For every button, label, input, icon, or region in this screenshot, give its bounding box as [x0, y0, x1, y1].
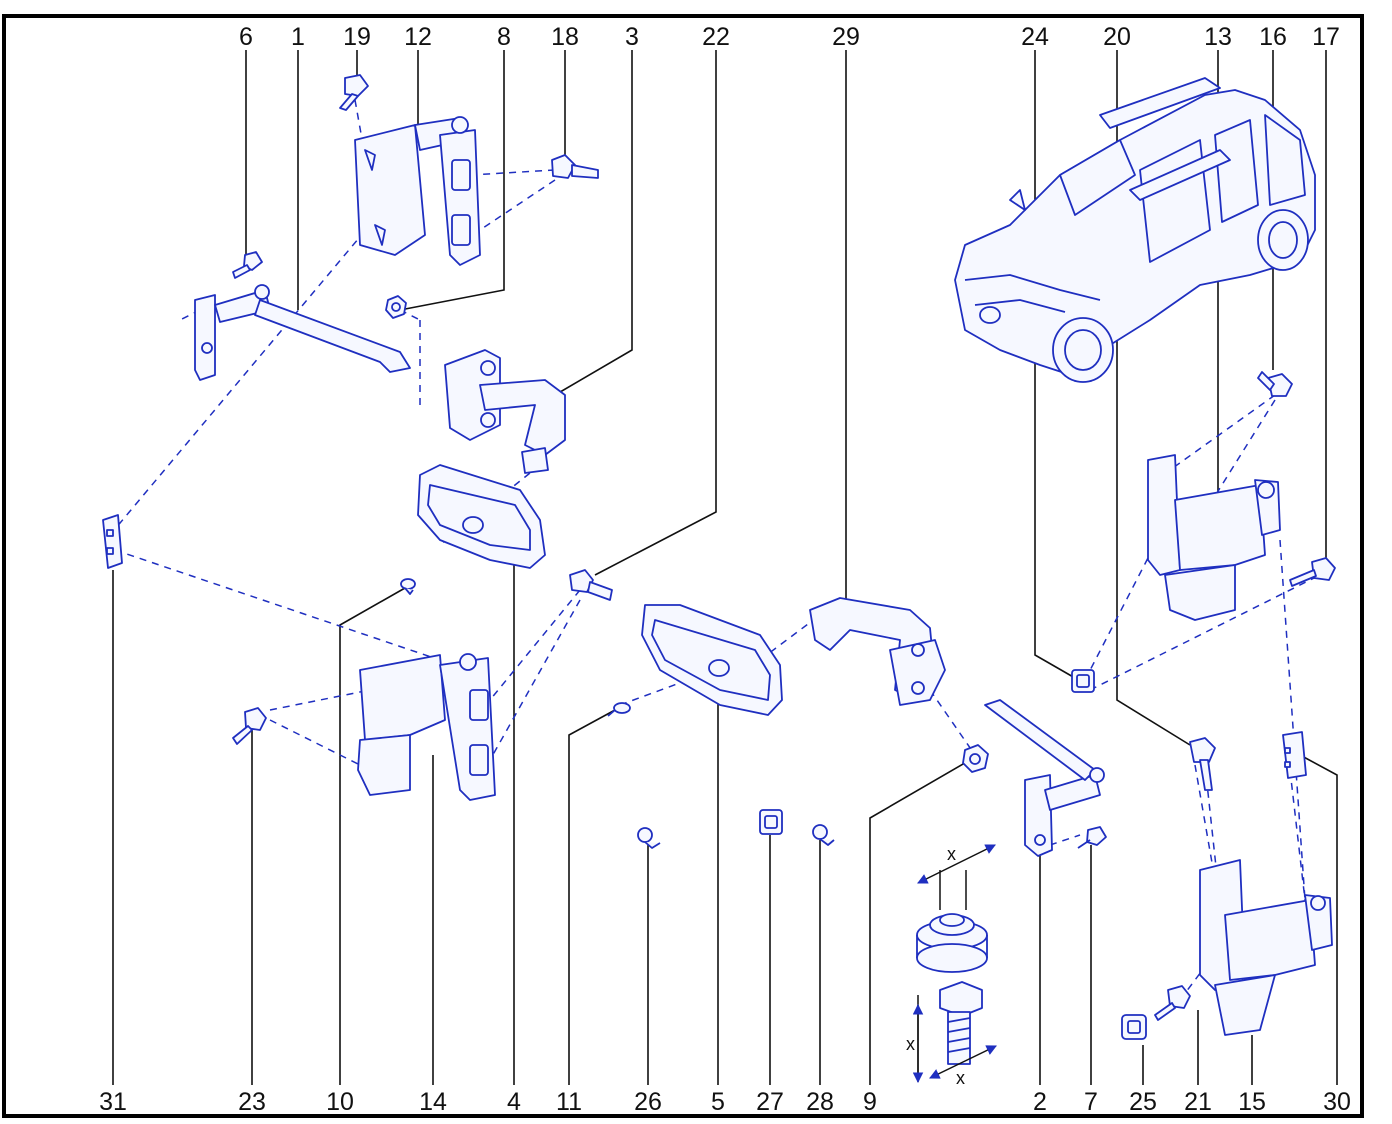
callout-15: 15: [1238, 1088, 1266, 1116]
callout-9: 9: [863, 1088, 877, 1116]
callout-31: 31: [99, 1088, 127, 1116]
bolt-21: [1154, 985, 1191, 1021]
callout-24: 24: [1021, 23, 1049, 51]
nut-25: [1121, 1014, 1147, 1040]
bolt-16: [1257, 371, 1293, 397]
part-15-rear-lower-hinge: [1199, 859, 1333, 1036]
part-12-upper-hinge: [354, 116, 481, 266]
nut-24: [1071, 669, 1095, 693]
clip-26: [637, 827, 661, 849]
callout-28: 28: [806, 1088, 834, 1116]
part-30-clip: [1282, 731, 1307, 779]
part-31-clip: [102, 514, 123, 569]
part-29-check-strap: [809, 597, 946, 706]
part-4-trim-pad: [417, 464, 546, 569]
dimension-label: x: [956, 1068, 965, 1088]
dimension-label: x: [947, 844, 956, 864]
callout-26: 26: [634, 1088, 662, 1116]
bolt-18: [551, 154, 599, 179]
dimension-lines: [912, 844, 997, 1084]
clip-28: [812, 824, 835, 846]
bolt-19: [339, 74, 369, 111]
bolt-22: [569, 569, 613, 601]
callout-16: 16: [1259, 23, 1287, 51]
screw-10: [400, 578, 416, 595]
callout-11: 11: [556, 1088, 582, 1116]
callout-25: 25: [1129, 1088, 1157, 1116]
callout-21: 21: [1184, 1088, 1212, 1116]
screw-11: [607, 702, 631, 717]
callout-13: 13: [1204, 23, 1232, 51]
callout-7: 7: [1084, 1088, 1098, 1116]
callout-6: 6: [239, 23, 253, 51]
bolt-7: [1077, 826, 1107, 849]
bolt-23: [232, 707, 267, 745]
callout-30: 30: [1323, 1088, 1351, 1116]
dimension-label: x: [906, 1034, 915, 1054]
callout-22: 22: [702, 23, 730, 51]
callout-8: 8: [497, 23, 511, 51]
callout-17: 17: [1312, 23, 1340, 51]
callout-1: 1: [291, 23, 305, 51]
dimension-labels: x x x: [906, 844, 965, 1088]
bolt-6: [232, 251, 263, 279]
parts: [102, 74, 1336, 1065]
van-illustration: [954, 77, 1316, 383]
part-14-lower-hinge: [357, 653, 496, 801]
nut-9: [962, 744, 989, 773]
callout-3: 3: [625, 23, 639, 51]
callout-23: 23: [238, 1088, 266, 1116]
dimension-nut: [916, 913, 988, 973]
bolt-20: [1189, 737, 1216, 791]
dimension-bolt: [939, 981, 983, 1065]
nut-8: [385, 295, 407, 319]
callout-20: 20: [1103, 23, 1131, 51]
callout-4: 4: [507, 1088, 521, 1116]
part-2-check-arm: [984, 699, 1105, 857]
callout-14: 14: [419, 1088, 447, 1116]
callout-19: 19: [343, 23, 371, 51]
callout-18: 18: [551, 23, 579, 51]
callout-2: 2: [1033, 1088, 1047, 1116]
callout-29: 29: [832, 23, 860, 51]
part-1-check-arm: [194, 284, 411, 381]
part-5-trim-pad: [641, 604, 783, 716]
part-13-rear-hinge: [1147, 454, 1281, 621]
bolt-17: [1289, 557, 1336, 587]
part-3-check-strap: [444, 349, 566, 474]
callout-10: 10: [326, 1088, 354, 1116]
nut-27: [759, 809, 783, 835]
callout-5: 5: [711, 1088, 725, 1116]
callout-12: 12: [404, 23, 432, 51]
callout-27: 27: [756, 1088, 784, 1116]
